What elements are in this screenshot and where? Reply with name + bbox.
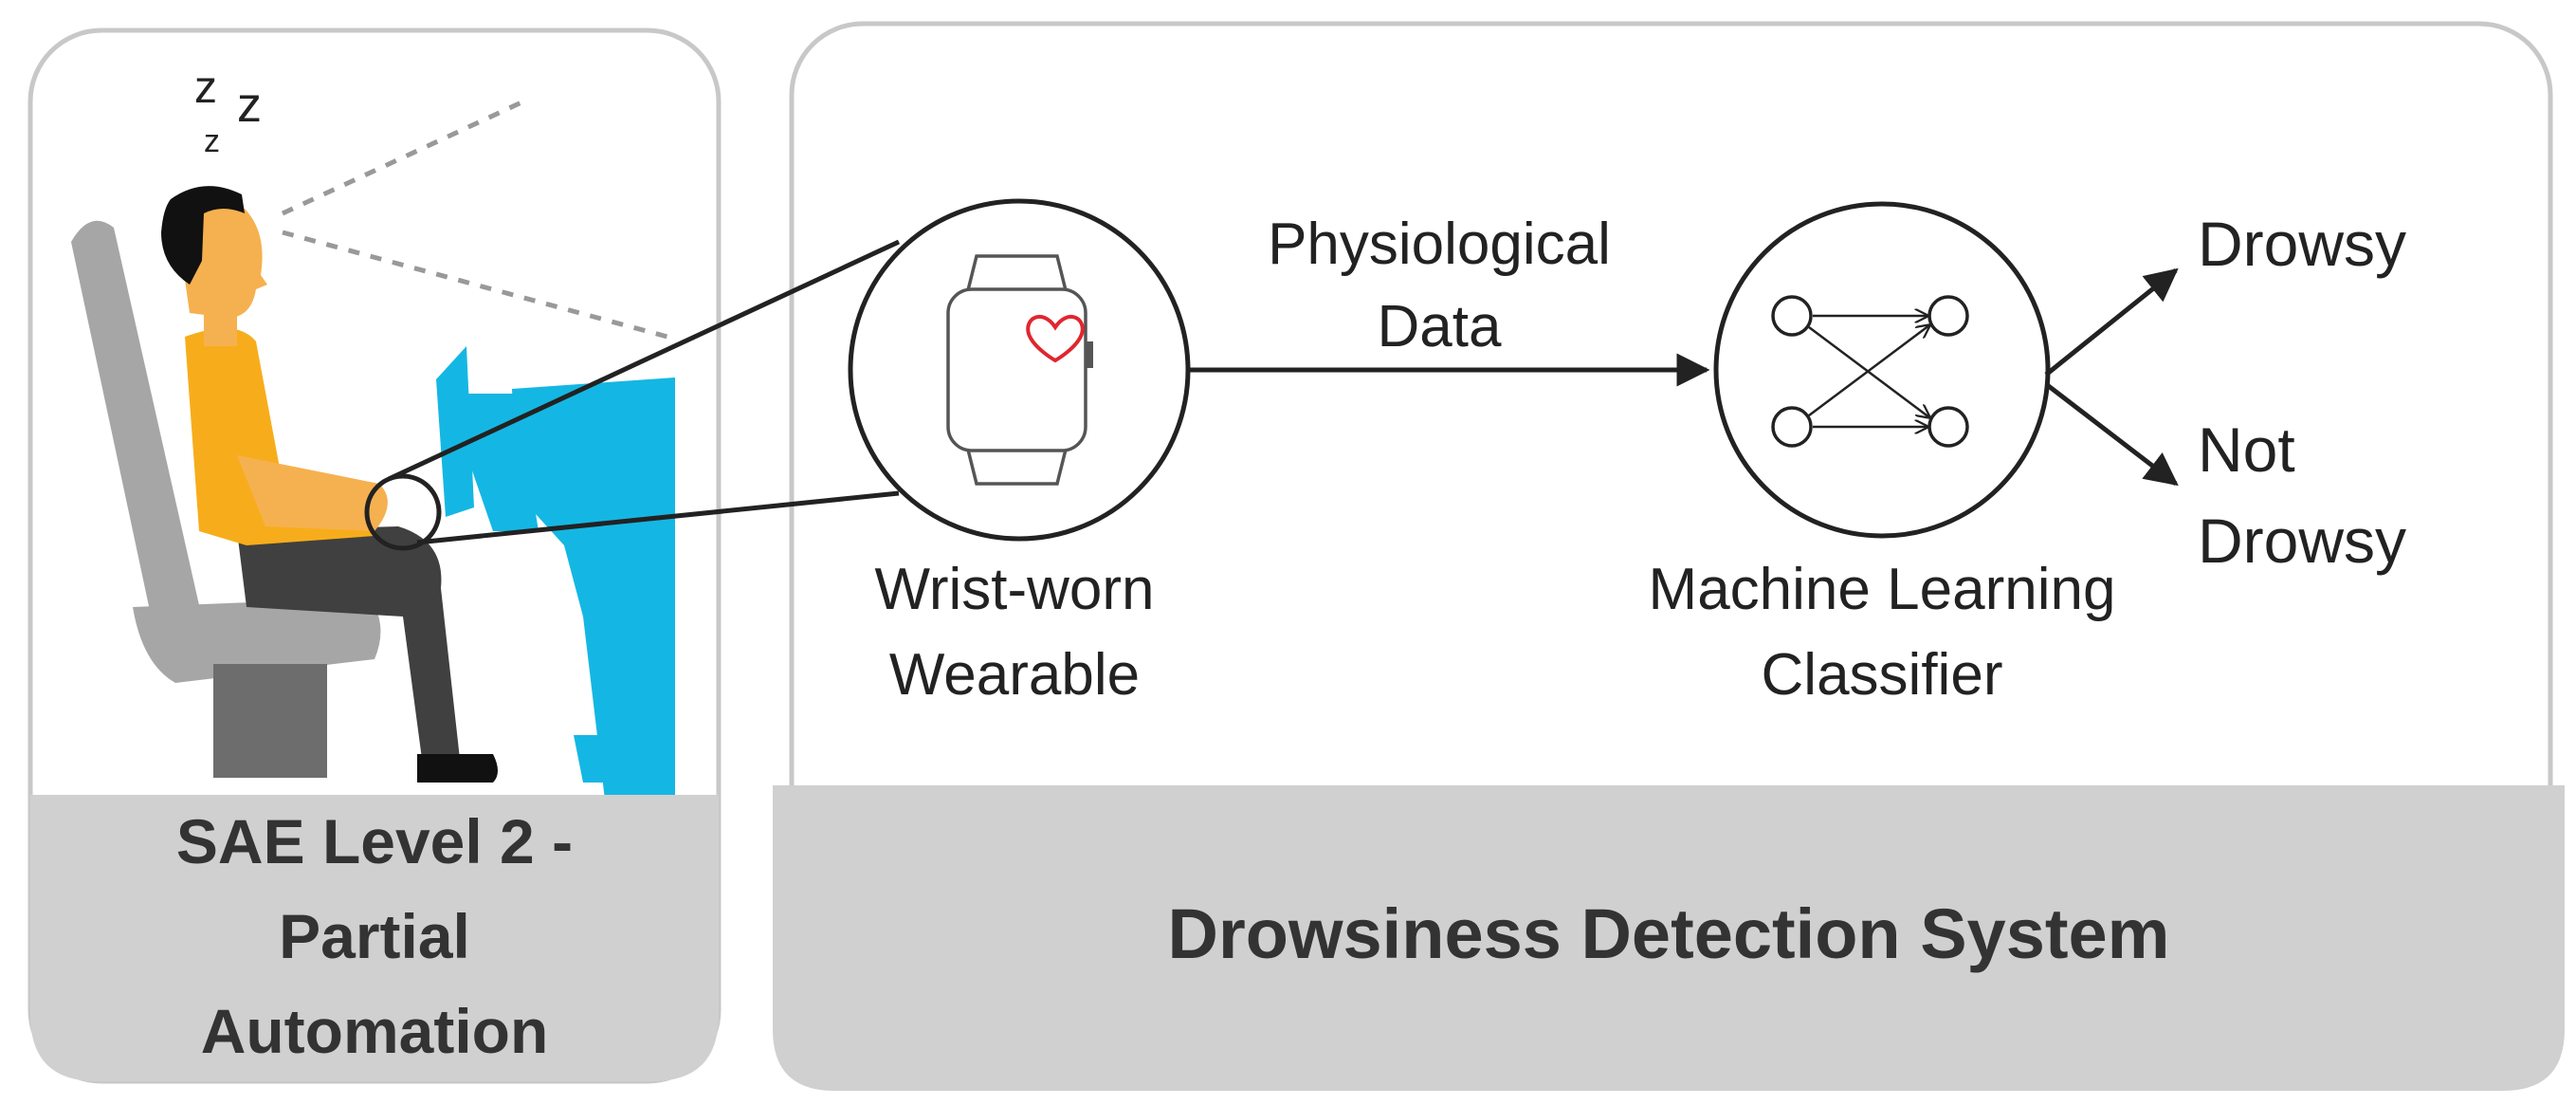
- pedal: [574, 735, 675, 783]
- edge-label-line-2: Data: [1378, 294, 1502, 359]
- classifier-node: [1713, 201, 2051, 539]
- driver-illustration: [71, 100, 679, 854]
- seat-cushion: [133, 598, 381, 683]
- output-label-drowsy: Drowsy: [2198, 209, 2406, 279]
- heart-icon: [1026, 314, 1085, 363]
- smartwatch-icon: [946, 254, 1093, 486]
- classifier-label-line-1: Machine Learning: [1649, 557, 2116, 622]
- left-caption-line-1: SAE Level 2 -: [176, 806, 573, 876]
- output-label-not-drowsy-line-1: Not: [2198, 414, 2295, 485]
- zoom-line-upper: [387, 239, 901, 482]
- driver-hair: [161, 186, 245, 285]
- right-caption: Drowsiness Detection System: [1168, 894, 2170, 973]
- neural-network-icon: [1771, 295, 1969, 448]
- sleep-z-1: z: [194, 63, 217, 113]
- classifier-label-line-2: Classifier: [1762, 642, 2003, 708]
- left-caption-line-3: Automation: [201, 996, 549, 1066]
- sleep-z-3: z: [204, 123, 220, 159]
- gaze-line-lower: [282, 230, 679, 342]
- right-panel: Drowsiness Detection System Physiologica…: [387, 21, 2565, 1091]
- seat-base: [213, 664, 327, 778]
- wrist-highlight-circle: [364, 473, 442, 551]
- wearable-node: [848, 198, 1191, 542]
- left-caption-bar: [30, 795, 719, 1081]
- zoom-line-lower: [416, 490, 900, 545]
- wearable-label-line-1: Wrist-worn: [874, 557, 1154, 622]
- steering-wheel: [436, 346, 474, 517]
- right-caption-bar: [773, 785, 2565, 1091]
- left-caption-line-2: Partial: [279, 901, 470, 971]
- seat-back: [71, 220, 204, 664]
- left-panel: z z z SAE Level 2 - Partial Automation: [27, 28, 722, 1084]
- driver-legs: [237, 526, 460, 759]
- dashboard-shape: [512, 378, 675, 854]
- driver-arm: [237, 455, 388, 531]
- driver-shoe: [417, 754, 498, 783]
- output-arrow-not-drowsy: [2044, 382, 2179, 487]
- classifier-circle: [1713, 201, 2051, 539]
- edge-label-line-1: Physiological: [1268, 212, 1611, 277]
- output-label-not-drowsy-line-2: Drowsy: [2198, 506, 2406, 576]
- wearable-label-line-2: Wearable: [889, 642, 1140, 708]
- sleep-z-2: z: [237, 78, 262, 133]
- output-arrow-drowsy: [2044, 267, 2179, 377]
